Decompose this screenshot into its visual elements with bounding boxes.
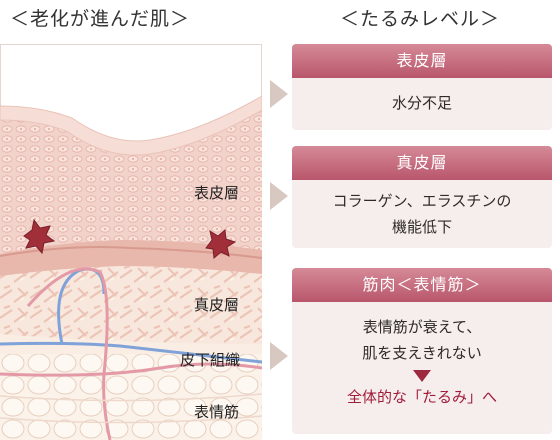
right-heading: ＜たるみレベル＞ (340, 8, 501, 30)
skin-cross-section-illustration (0, 44, 262, 440)
label-subcutaneous: 皮下組織 (180, 351, 241, 369)
down-triangle-icon (413, 370, 431, 382)
card-muscle-title: 筋肉＜表情筋＞ (292, 268, 552, 302)
label-epidermis: 表皮層 (194, 184, 240, 202)
card-muscle-text-1: 表情筋が衰えて、 (362, 318, 482, 336)
card-epidermis: 表皮層 水分不足 (292, 44, 552, 130)
arrow-dermis (270, 182, 288, 210)
label-muscle: 表情筋 (194, 403, 240, 421)
card-muscle: 筋肉＜表情筋＞ 表情筋が衰えて、 肌を支えきれない 全体的な「たるみ」へ (292, 268, 552, 434)
card-muscle-text-2: 肌を支えきれない (362, 344, 482, 362)
card-dermis: 真皮層 コラーゲン、エラスチンの 機能低下 (292, 146, 552, 248)
label-dermis: 真皮層 (194, 296, 240, 314)
card-dermis-title: 真皮層 (292, 146, 552, 180)
left-heading: ＜老化が進んだ肌＞ (10, 8, 191, 30)
card-muscle-result: 全体的な「たるみ」へ (346, 388, 497, 406)
card-dermis-text-2: 機能低下 (391, 218, 452, 236)
arrow-muscle (270, 342, 288, 370)
card-dermis-text-1: コラーゲン、エラスチンの (332, 192, 512, 210)
card-epidermis-text: 水分不足 (391, 94, 452, 112)
card-epidermis-title: 表皮層 (292, 44, 552, 78)
arrow-epidermis (270, 80, 288, 108)
